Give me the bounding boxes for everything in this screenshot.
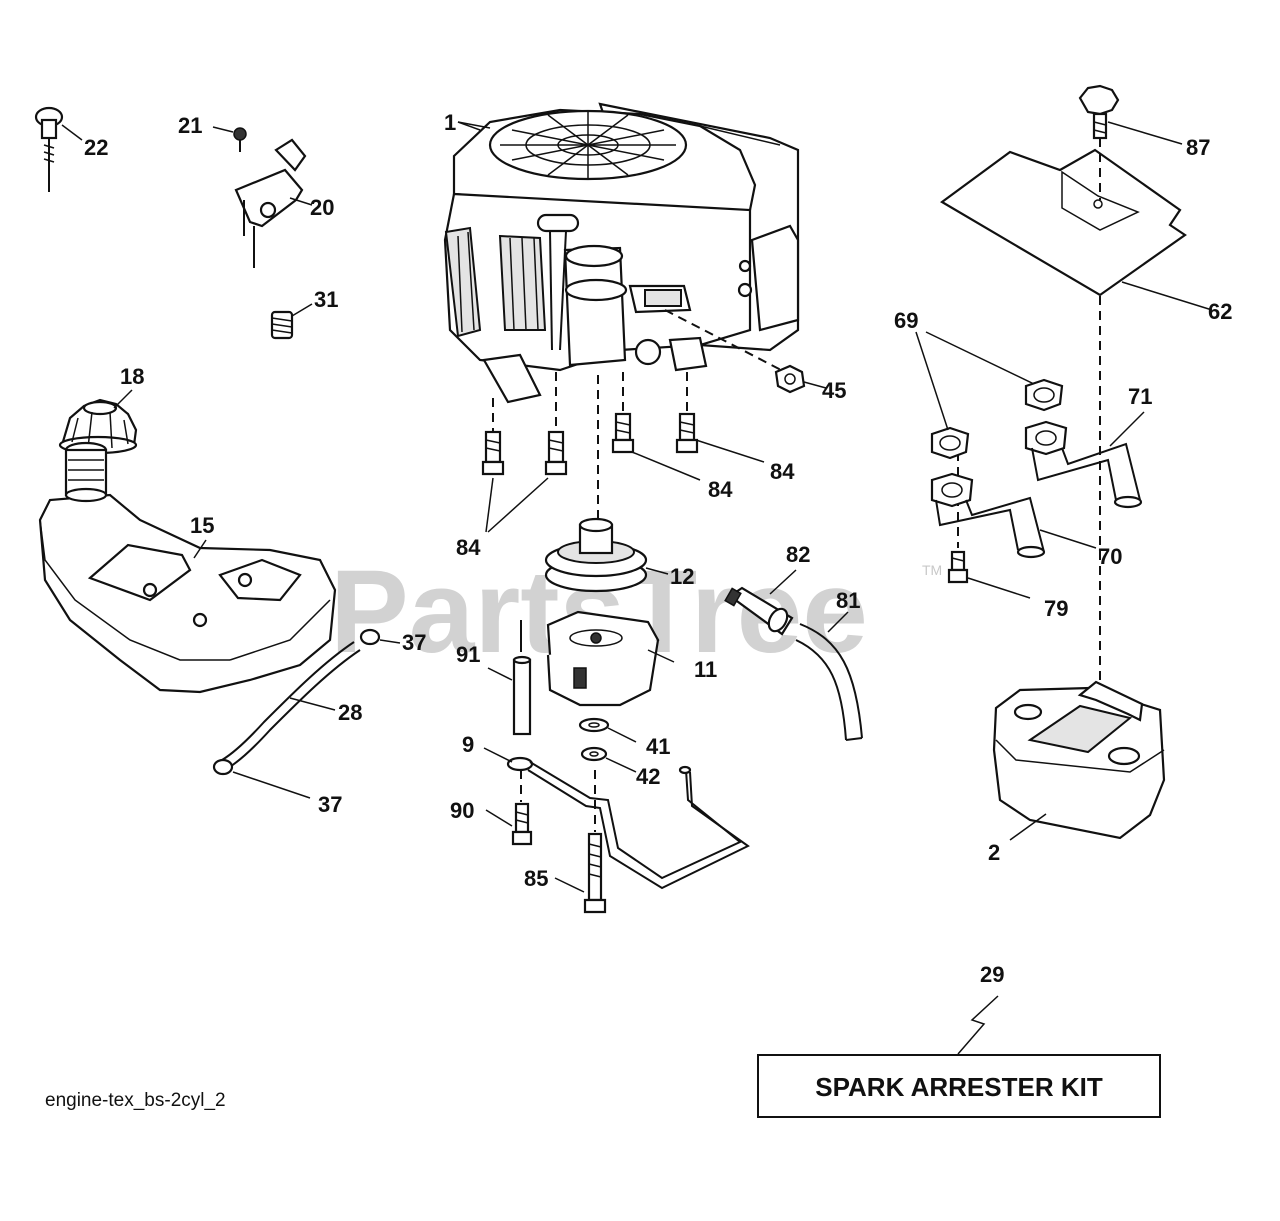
callout-29: 29 bbox=[980, 962, 1004, 987]
callout-79: 79 bbox=[1044, 596, 1068, 621]
watermark-tm: TM bbox=[922, 562, 942, 578]
callout-90: 90 bbox=[450, 798, 474, 823]
callout-62: 62 bbox=[1208, 299, 1232, 324]
callout-37-upper: 37 bbox=[402, 630, 426, 655]
callout-22: 22 bbox=[84, 135, 108, 160]
callout-42: 42 bbox=[636, 764, 660, 789]
callout-70: 70 bbox=[1098, 544, 1122, 569]
callout-84-left: 84 bbox=[456, 535, 481, 560]
part-85-bolt[interactable] bbox=[554, 770, 607, 914]
part-91-spacer[interactable] bbox=[487, 620, 532, 736]
part-22-knob[interactable] bbox=[34, 106, 83, 192]
part-87-screw[interactable] bbox=[1078, 84, 1183, 145]
part-71-exhaust-pipe[interactable] bbox=[1024, 411, 1145, 509]
callout-28: 28 bbox=[338, 700, 362, 725]
part-70-exhaust-pipe[interactable] bbox=[930, 472, 1097, 559]
callout-85: 85 bbox=[524, 866, 548, 891]
callout-84-middle: 84 bbox=[708, 477, 733, 502]
part-81-hose[interactable] bbox=[795, 611, 863, 741]
part-20-throttle-bracket[interactable] bbox=[234, 138, 313, 268]
callout-2: 2 bbox=[988, 840, 1000, 865]
part-90-bolt[interactable] bbox=[485, 770, 533, 846]
callout-82: 82 bbox=[786, 542, 810, 567]
kit-box bbox=[757, 1054, 1161, 1118]
callout-1: 1 bbox=[444, 110, 456, 135]
part-62-heat-shield[interactable] bbox=[940, 148, 1213, 311]
callout-37-lower: 37 bbox=[318, 792, 342, 817]
part-15-fuel-tank[interactable] bbox=[38, 441, 337, 694]
callout-12: 12 bbox=[670, 564, 694, 589]
callout-21: 21 bbox=[178, 113, 202, 138]
callout-31: 31 bbox=[314, 287, 338, 312]
part-12-pulley[interactable] bbox=[544, 517, 669, 593]
part-31-spring[interactable] bbox=[270, 303, 313, 340]
part-41-washer[interactable] bbox=[578, 717, 637, 743]
part-79-bolt[interactable] bbox=[947, 550, 1031, 599]
callout-11: 11 bbox=[694, 657, 717, 682]
part-37-clamp-upper[interactable] bbox=[359, 628, 401, 646]
part-29-spark-arrester-kit[interactable]: SPARK ARRESTER KIT bbox=[757, 995, 1161, 1118]
kit-box-label: SPARK ARRESTER KIT bbox=[815, 1072, 1103, 1102]
callout-41: 41 bbox=[646, 734, 670, 759]
callout-87: 87 bbox=[1186, 135, 1210, 160]
callout-15: 15 bbox=[190, 513, 214, 538]
callout-18: 18 bbox=[120, 364, 144, 389]
callout-84-right: 84 bbox=[770, 459, 795, 484]
callout-71: 71 bbox=[1128, 384, 1152, 409]
callout-9: 9 bbox=[462, 732, 474, 757]
part-1-engine[interactable] bbox=[443, 102, 800, 404]
part-2-muffler[interactable] bbox=[992, 680, 1166, 841]
callout-91: 91 bbox=[456, 642, 480, 667]
part-21-screw[interactable] bbox=[212, 126, 247, 152]
part-11-pto-clutch[interactable] bbox=[546, 610, 675, 707]
part-45-nut[interactable] bbox=[774, 364, 827, 394]
callout-69: 69 bbox=[894, 308, 918, 333]
callout-81: 81 bbox=[836, 588, 860, 613]
part-84-bolts[interactable] bbox=[481, 412, 765, 533]
callout-45: 45 bbox=[822, 378, 846, 403]
part-42-washer[interactable] bbox=[580, 746, 637, 773]
part-69-gaskets[interactable] bbox=[915, 331, 1064, 460]
part-37-clamp-lower[interactable] bbox=[212, 758, 311, 799]
callout-labels: 1 2 9 11 12 15 18 20 21 22 28 29 31 37 3… bbox=[84, 110, 1232, 987]
part-28-fuel-line[interactable] bbox=[221, 641, 361, 769]
engine-alignment-lines bbox=[492, 309, 786, 525]
callout-20: 20 bbox=[310, 195, 334, 220]
part-9-bracket[interactable] bbox=[483, 747, 750, 890]
part-82-fitting[interactable] bbox=[724, 569, 797, 636]
diagram-code: engine-tex_bs-2cyl_2 bbox=[45, 1090, 226, 1111]
